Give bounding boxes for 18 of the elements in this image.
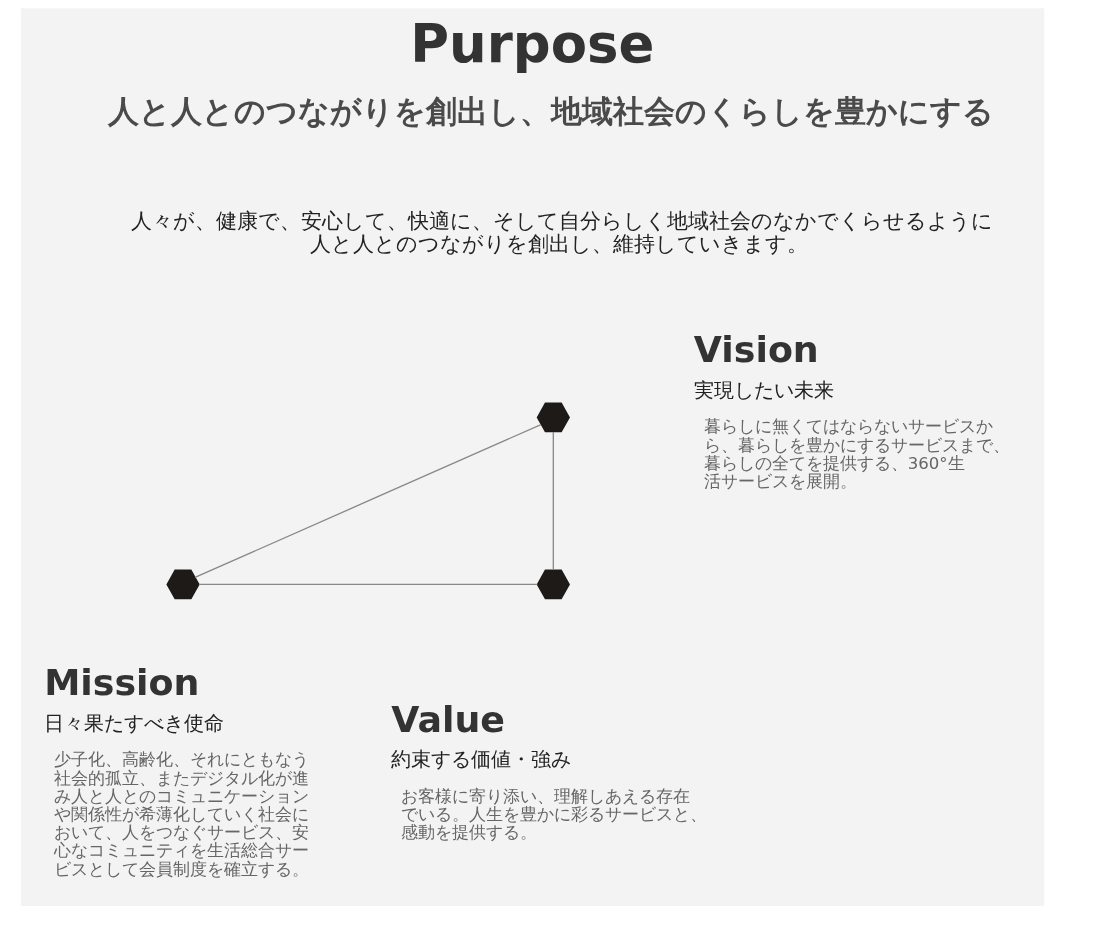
label: 人々が、健康で、安心して、快適に、そして自分らしく地域社会のなかでくらせるように人と人とのつながりを創出し、維持していきます。 — [130, 209, 993, 257]
connector — [197, 583, 538, 586]
node-hexagon — [536, 569, 570, 600]
node-hexagon — [536, 402, 570, 433]
node-label: 約束する価値・強み — [390, 748, 571, 772]
node-label: Mission — [43, 661, 199, 705]
node-hexagon — [165, 569, 200, 600]
node-label: Value — [390, 697, 505, 741]
diagram-title: Purpose — [409, 13, 654, 75]
label: 人と人とのつながりを創出し、地域社会のくらしを豊かにする — [107, 92, 994, 129]
connector — [193, 423, 542, 579]
node-label: Vision — [693, 328, 819, 372]
connector — [552, 431, 554, 571]
node-label: 実現したい未来 — [693, 378, 834, 402]
node-label: 暮らしに無くてはならないサービスから、暮らしを豊かにするサービスまで、暮らしの全てを提供する、360°生活サービスを展開。 — [703, 417, 1010, 491]
node-label: 日々果たすべき使命 — [43, 712, 224, 736]
node-label: お客様に寄り添い、理解しあえる存在でいる。人生を豊かに彩るサービスと、感動を提供する。 — [400, 786, 707, 843]
node-label: 少子化、高齢化、それにともなう社会的孤立、またデジタル化が進み人と人とのコミュニケーションや関係性が希薄化していく社会において、人をつなぐサービス、安心なコミュニティを生活総合サービスとして会員制度を確立する。 — [53, 750, 309, 879]
